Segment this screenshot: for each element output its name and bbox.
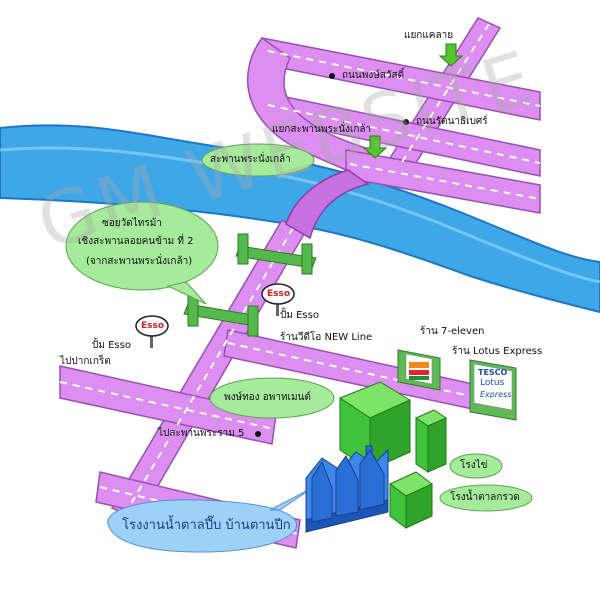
esso-sign-1 [261, 283, 295, 316]
esso-logo-1: Esso [267, 289, 291, 299]
overpass-1 [235, 233, 317, 275]
label-pak-kret: ไปปากเกร็ต [60, 356, 111, 367]
bubble-rong-namtan-text: โรงน้ำตาลกรวด [450, 492, 520, 503]
bubble-soi [65, 201, 219, 291]
label-pump-esso-1: ปั้ม Esso [280, 310, 319, 321]
rong-namtan-building [389, 471, 433, 529]
lotus-logo-lotus: Lotus [480, 378, 505, 388]
label-rama5: ไปสะพานพระราม 5 [158, 428, 245, 439]
lotus-sign [469, 359, 517, 421]
bubble-apartment [209, 377, 335, 419]
bubble-rong-chai-text: โรงไข่ [460, 460, 488, 471]
label-seven-eleven: ร้าน 7-eleven [420, 326, 485, 337]
label-yaek-saphan: แยกสะพานพระนั่งเกล้า [272, 124, 372, 135]
dot-rama5 [255, 431, 261, 437]
bubble-soi-line3: (จากสะพานพระนั่งเกล้า) [86, 256, 193, 267]
label-video-shop: ร้านวีดีโอ NEW Line [280, 332, 373, 343]
bubble-apartment-text: พงษ์ทอง อพาทเมนต์ [224, 392, 311, 403]
label-khae-lai: แยกแคลาย [404, 30, 454, 41]
sugar-factory [305, 445, 389, 533]
arrow-khae-lai [438, 43, 464, 67]
apartment-building [338, 381, 412, 471]
bubble-saphan [201, 143, 315, 177]
label-lotus-express: ร้าน Lotus Express [452, 346, 543, 357]
label-rattanathibet: ถนนรัตนาธิเบศร์ [416, 116, 488, 127]
lotus-logo-tesco: TESCO [478, 368, 508, 377]
rong-chai-building [414, 409, 448, 473]
bubble-factory-text: โรงงานน้ำตาลปึ๊บ บ้านตานปีก [122, 518, 291, 533]
label-phongsawat: ถนนพงษ์สวัสดิ์ [342, 70, 405, 81]
arrow-saphan [362, 135, 388, 159]
bubble-saphan-text: สะพานพระนั่งเกล้า [210, 154, 291, 165]
dot-rattanathibet [403, 119, 409, 125]
bubble-rong-namtan [439, 484, 533, 512]
bridge-phra-nang-klao [285, 169, 370, 240]
lotus-logo-express: Express [480, 390, 512, 399]
esso-sign-2 [135, 315, 169, 348]
bubble-rong-chai [449, 453, 503, 479]
seven-eleven-sign [397, 349, 441, 391]
label-pump-esso-2: ปั้ม Esso [92, 340, 131, 351]
dot-phongsawat [329, 73, 335, 79]
bubble-factory [107, 487, 313, 553]
bubble-soi-line1: ซอยวัดไทรม้า [102, 218, 162, 229]
bubble-soi-line2: เชิงสะพานลอยคนข้าม ที่ 2 [78, 236, 194, 247]
esso-logo-2: Esso [141, 321, 165, 331]
